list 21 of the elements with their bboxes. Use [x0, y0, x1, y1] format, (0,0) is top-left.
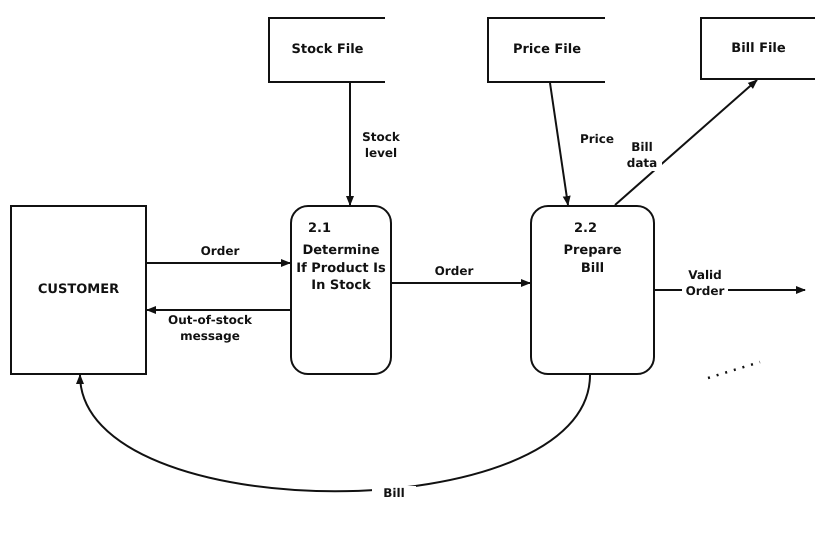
process-label: Determine If Product Is In Stock	[296, 242, 386, 295]
node-label: Bill File	[731, 40, 786, 58]
arrow	[392, 279, 531, 287]
arrow	[147, 259, 291, 267]
process-box	[530, 205, 655, 375]
arrow	[549, 82, 571, 206]
arrow	[146, 306, 290, 314]
node-label: Stock File	[292, 41, 364, 59]
external-entity-box	[10, 205, 147, 375]
node-label: Price File	[512, 41, 582, 59]
node-label: CUSTOMER	[38, 281, 120, 299]
process-box	[290, 205, 392, 375]
process-number: 2.1	[308, 221, 332, 236]
data-store	[487, 17, 605, 83]
data-store	[700, 17, 815, 80]
arrow	[346, 83, 354, 206]
data-store	[268, 17, 385, 83]
arrow	[614, 79, 758, 206]
process-number: 2.2	[574, 221, 598, 236]
process-label: Prepare Bill	[562, 242, 623, 278]
arrow	[78, 374, 591, 492]
